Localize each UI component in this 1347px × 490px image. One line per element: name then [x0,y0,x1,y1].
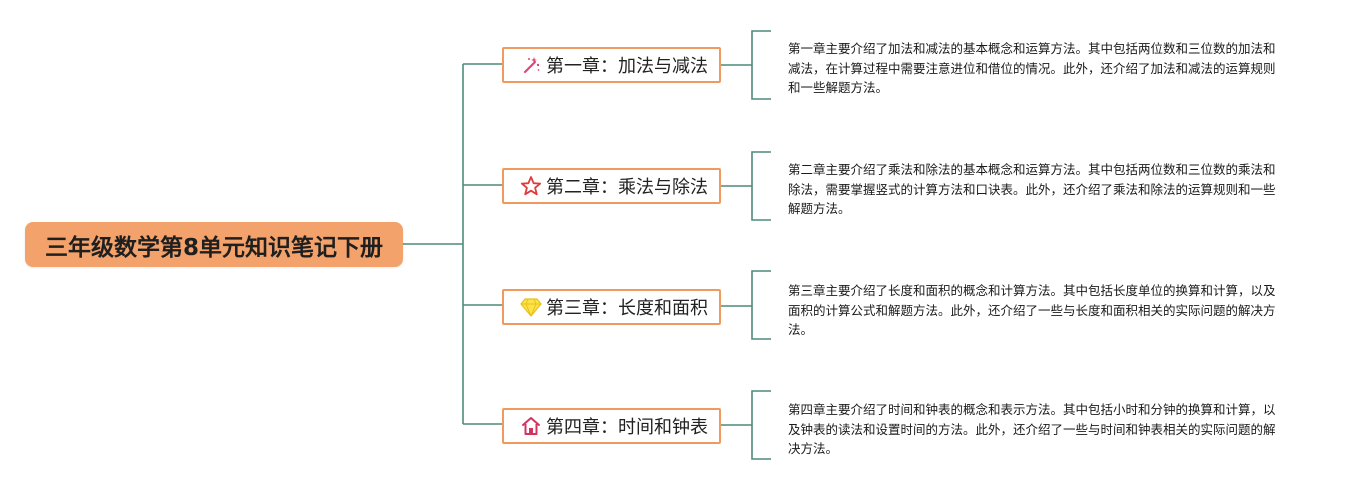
root-topic[interactable]: 三年级数学第8单元知识笔记下册 [25,222,403,267]
detail-bracket-2 [751,151,771,221]
diamond-icon [520,296,542,318]
chapter-description-1: 第一章主要介绍了加法和减法的基本概念和运算方法。其中包括两位数和三位数的加法和减… [788,41,1276,95]
chapter-node-2[interactable]: 第二章：乘法与除法 [502,168,721,204]
chapter-title: 第二章：乘法与除法 [546,177,708,198]
star-icon [520,175,542,197]
chapter-description-2: 第二章主要介绍了乘法和除法的基本概念和运算方法。其中包括两位数和三位数的乘法和除… [788,162,1276,216]
root-title: 三年级数学第8单元知识笔记下册 [44,234,383,261]
chapter-title: 第四章：时间和钟表 [546,417,708,438]
detail-bracket-3 [751,270,771,340]
house-icon [520,415,542,437]
detail-bracket-4 [751,390,771,460]
chapter-title: 第三章：长度和面积 [546,298,708,319]
chapter-description-4: 第四章主要介绍了时间和钟表的概念和表示方法。其中包括小时和分钟的换算和计算，以及… [788,402,1276,456]
magic-wand-icon [520,54,542,76]
chapter-node-4[interactable]: 第四章：时间和钟表 [502,408,721,444]
chapter-node-1[interactable]: 第一章：加法与减法 [502,47,721,83]
detail-bracket-1 [751,30,771,100]
chapter-title: 第一章：加法与减法 [546,56,708,77]
chapter-node-3[interactable]: 第三章：长度和面积 [502,289,721,325]
chapter-description-3: 第三章主要介绍了长度和面积的概念和计算方法。其中包括长度单位的换算和计算，以及面… [788,283,1276,337]
